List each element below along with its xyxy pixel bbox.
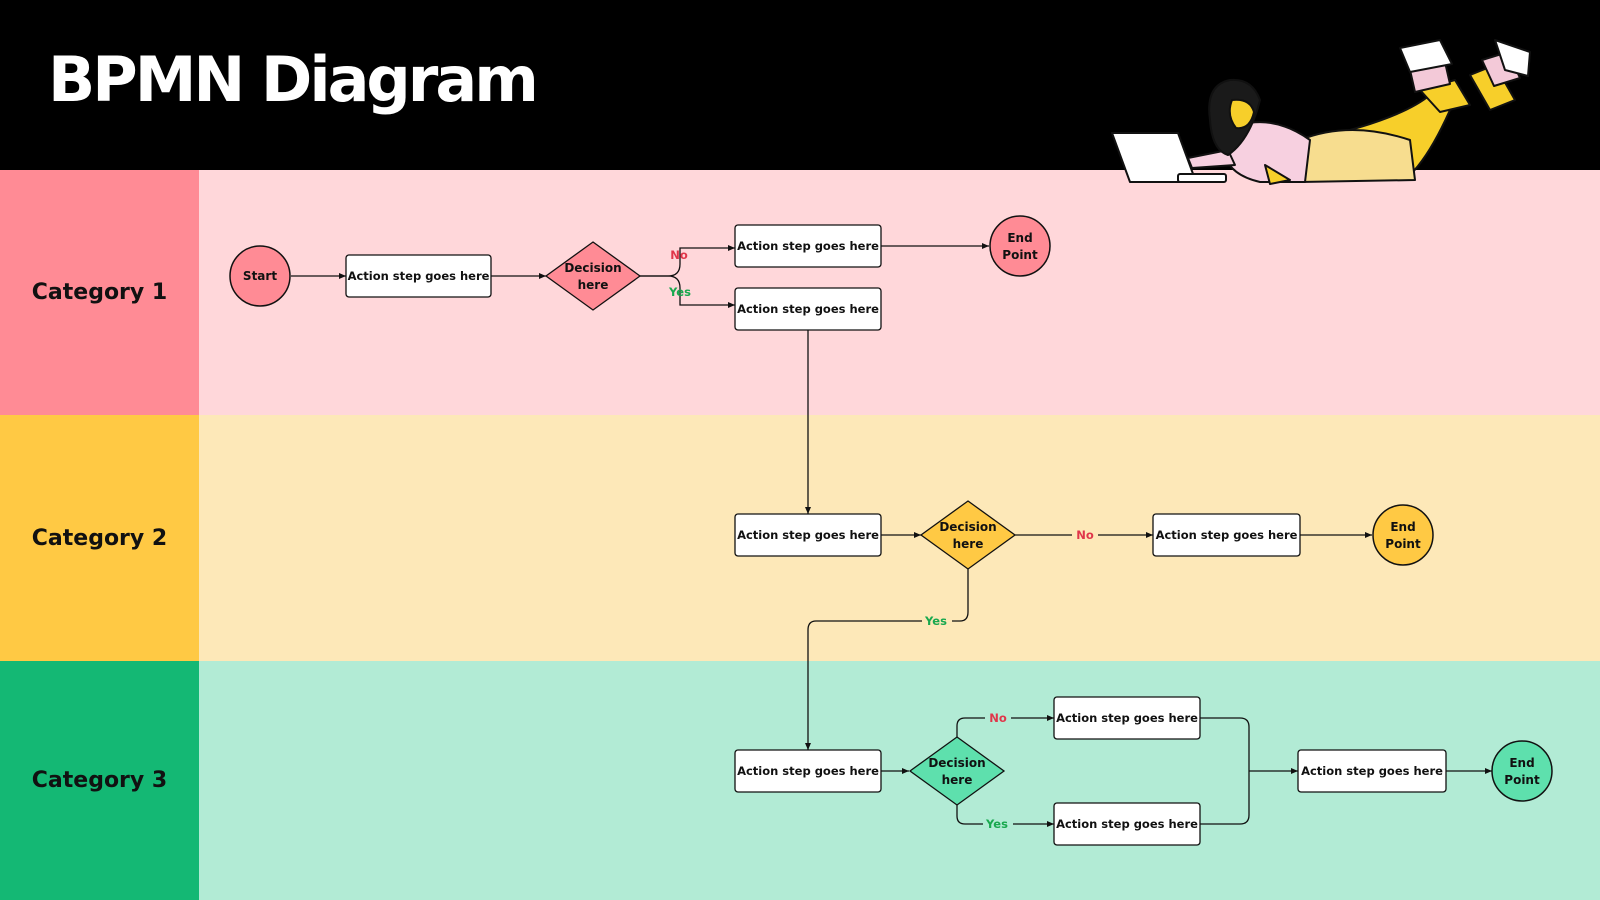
action-step-2: Action step goes here: [734, 224, 882, 268]
action-step-6: Action step goes here: [734, 749, 882, 793]
decision-label: Decision: [928, 756, 985, 770]
connectors: [291, 243, 1492, 827]
action-step-label: Action step goes here: [737, 302, 879, 316]
flow-decision-3-no: [956, 715, 1054, 738]
header: BPMN Diagram: [0, 0, 1600, 170]
action-step-8: Action step goes here: [1053, 802, 1201, 846]
action-step-label: Action step goes here: [737, 239, 879, 253]
end-label: Point: [1504, 773, 1540, 787]
decision-label: Decision: [564, 261, 621, 275]
action-step-label: Action step goes here: [737, 528, 879, 542]
action-step-label: Action step goes here: [1301, 764, 1443, 778]
branch-label-no: No: [670, 248, 688, 262]
action-step-label: Action step goes here: [1156, 528, 1298, 542]
page-title: BPMN Diagram: [48, 43, 539, 116]
decision-label: here: [942, 773, 973, 787]
end-label: Point: [1002, 248, 1038, 262]
decision-gateway-1: Decision here: [544, 241, 642, 311]
start-event: Start: [229, 245, 291, 307]
flow-decision-3-yes: [956, 804, 1054, 827]
decision-label: here: [953, 537, 984, 551]
action-step-label: Action step goes here: [1056, 711, 1198, 725]
flow-merge-upper: [1200, 717, 1250, 771]
lane-label-category-3: Category 3: [0, 661, 199, 900]
lane-label-category-1: Category 1: [0, 170, 199, 415]
lane-label-category-2: Category 2: [0, 415, 199, 661]
action-step-1: Action step goes here: [345, 254, 492, 298]
end-label: End: [1509, 756, 1534, 770]
end-event-2: End Point: [1372, 504, 1434, 566]
branch-label-yes: Yes: [668, 285, 691, 299]
branch-label-no: No: [1076, 528, 1094, 542]
lane-category-2: Category 2: [0, 415, 1600, 661]
woman-with-laptop-illustration: [1111, 39, 1531, 185]
end-event-1: End Point: [989, 215, 1051, 277]
action-step-label: Action step goes here: [1056, 817, 1198, 831]
action-step-label: Action step goes here: [737, 764, 879, 778]
action-step-label: Action step goes here: [348, 269, 490, 283]
action-step-7: Action step goes here: [1053, 696, 1201, 740]
flow-decision-2-yes: [805, 568, 969, 750]
decision-label: here: [578, 278, 609, 292]
branch-labels: No Yes No Yes No Yes: [668, 248, 1098, 832]
action-step-9: Action step goes here: [1297, 749, 1447, 793]
branch-label-yes: Yes: [924, 614, 947, 628]
branch-label-no: No: [989, 711, 1007, 725]
lane-body-category-2: [199, 415, 1600, 661]
start-label: Start: [243, 269, 277, 283]
branch-label-yes: Yes: [985, 817, 1008, 831]
end-label: End: [1390, 520, 1415, 534]
end-label: End: [1007, 231, 1032, 245]
decision-gateway-3: Decision here: [908, 736, 1006, 806]
flow-decision-1-yes: [640, 275, 735, 308]
action-step-3: Action step goes here: [734, 287, 882, 331]
decision-gateway-2: Decision here: [919, 500, 1017, 570]
action-step-5: Action step goes here: [1152, 513, 1301, 557]
end-event-3: End Point: [1491, 740, 1553, 802]
decision-label: Decision: [939, 520, 996, 534]
end-label: Point: [1385, 537, 1421, 551]
action-step-4: Action step goes here: [734, 513, 882, 557]
flow-merge-lower: [1200, 771, 1250, 825]
